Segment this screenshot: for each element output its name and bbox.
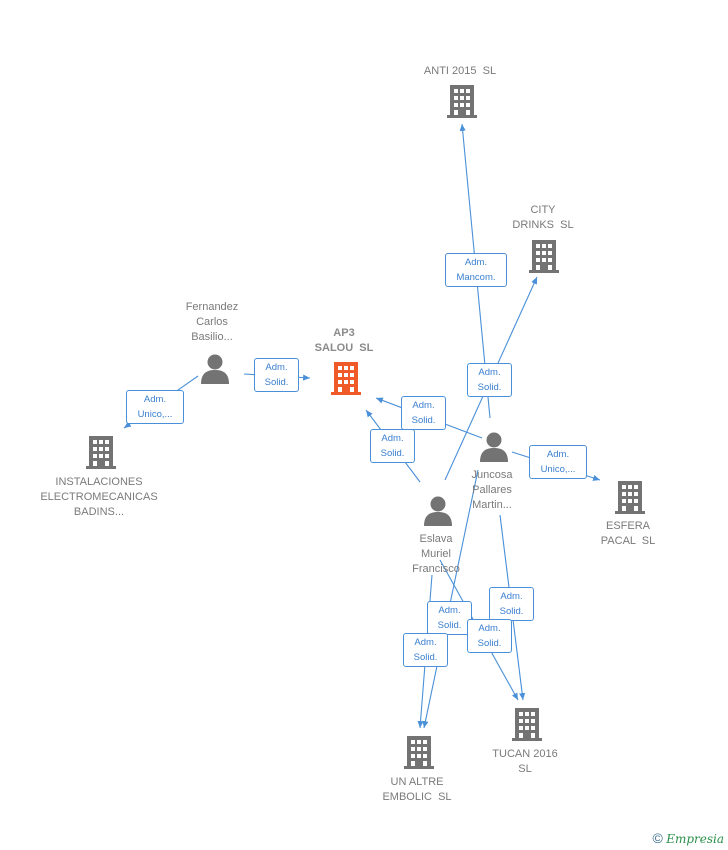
relation-label: Adm. Solid. xyxy=(467,619,512,653)
building-icon xyxy=(447,85,477,118)
copyright-icon: © xyxy=(652,830,663,846)
building-icon xyxy=(529,240,559,273)
watermark: © Empresia xyxy=(653,830,724,846)
person-label-fernandez[interactable]: Fernandez Carlos Basilio... xyxy=(185,301,239,343)
relation-label: Adm. Solid. xyxy=(403,633,448,667)
person-icon xyxy=(480,432,508,462)
company-label-unaltre[interactable]: UN ALTRE EMBOLIC SL xyxy=(382,776,452,803)
person-icon xyxy=(424,496,452,526)
company-label-ap3-salou[interactable]: AP3 SALOU SL xyxy=(314,327,374,354)
relation-label: Adm. Solid. xyxy=(467,363,512,397)
building-icon xyxy=(331,362,361,395)
relation-label: Adm. Solid. xyxy=(401,396,446,430)
relation-label: Adm. Solid. xyxy=(427,601,472,635)
relation-label: Adm. Solid. xyxy=(489,587,534,621)
relation-label: Adm. Unico,... xyxy=(126,390,184,424)
person-label-juncosa[interactable]: Juncosa Pallares Martin... xyxy=(471,469,513,511)
brand-logo: Empresia xyxy=(666,832,724,846)
building-icon xyxy=(615,481,645,514)
building-icon xyxy=(512,708,542,741)
company-label-anti2015[interactable]: ANTI 2015 SL xyxy=(423,65,497,77)
building-icon xyxy=(404,736,434,769)
company-label-tucan[interactable]: TUCAN 2016 SL xyxy=(492,748,558,775)
relation-label: Adm. Unico,... xyxy=(529,445,587,479)
building-icon xyxy=(86,436,116,469)
person-icon xyxy=(201,354,229,384)
relation-label: Adm. Solid. xyxy=(254,358,299,392)
relation-label: Adm. Solid. xyxy=(370,429,415,463)
person-label-eslava[interactable]: Eslava Muriel Francisco xyxy=(412,533,460,575)
edge-juncosa-unaltre xyxy=(422,469,479,729)
relation-label: Adm. Mancom. xyxy=(445,253,507,287)
company-label-esfera[interactable]: ESFERA PACAL SL xyxy=(600,520,656,547)
company-label-citydrinks[interactable]: CITY DRINKS SL xyxy=(512,204,574,231)
company-label-instalaciones[interactable]: INSTALACIONES ELECTROMECANICAS BADINS... xyxy=(40,476,158,518)
